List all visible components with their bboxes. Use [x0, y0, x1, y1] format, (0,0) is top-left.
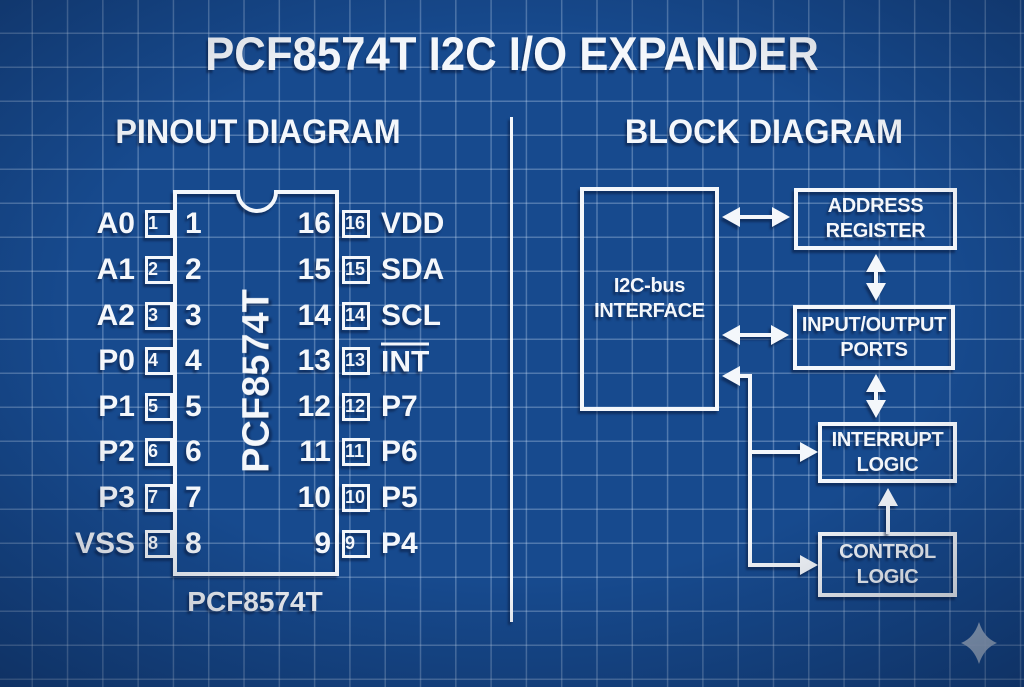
block-label-line: INPUT/OUTPUT [801, 313, 947, 336]
pinout-heading: PINOUT DIAGRAM [115, 113, 401, 151]
pin-row: A2 3 3 14 14 SCL [0, 299, 512, 332]
pin-left-box-number: 4 [148, 350, 159, 370]
pin-right-number: 15 [297, 253, 331, 286]
pin-right-box-number: 11 [345, 441, 365, 461]
pin-right-box-number: 15 [345, 259, 366, 279]
pin-right-box: 9 [342, 530, 370, 558]
pin-right-number: 16 [297, 207, 331, 240]
pin-right-number: 13 [297, 344, 331, 377]
pin-left-label: P3 [98, 481, 135, 514]
pin-right-box-number: 16 [345, 213, 366, 233]
pin-left-box-number: 6 [148, 441, 159, 461]
pin-right-number: 9 [314, 527, 331, 560]
pin-left-label: A0 [96, 207, 135, 240]
pin-right-number: 12 [297, 390, 331, 423]
pin-left-box-number: 3 [148, 305, 159, 325]
block-io-ports: INPUT/OUTPUT PORTS [793, 305, 955, 370]
pin-right-label: SDA [381, 253, 445, 286]
pin-right-number: 14 [297, 299, 331, 332]
pin-left-number: 3 [185, 299, 202, 332]
pin-left-box: 1 [145, 210, 173, 238]
block-heading: BLOCK DIAGRAM [624, 113, 904, 151]
pin-row: P3 7 7 10 10 P5 [0, 481, 512, 514]
pin-left-box: 3 [145, 302, 173, 330]
pin-right-box: 15 [342, 256, 370, 284]
chip-caption: PCF8574T [187, 586, 323, 617]
pin-right-label: P4 [381, 527, 418, 560]
pin-right-box: 14 [342, 302, 370, 330]
pin-right-box-number: 13 [345, 350, 366, 370]
pin-left-number: 7 [185, 481, 202, 514]
pin-left-box-number: 2 [148, 259, 159, 279]
pin-left-box-number: 8 [148, 533, 159, 553]
pin-right-box-number: 10 [345, 487, 366, 507]
block-label-line: I2C-bus [613, 275, 686, 297]
pin-left-box-number: 1 [148, 213, 159, 233]
section-divider [510, 117, 513, 622]
pin-right-box-number: 9 [345, 533, 356, 553]
pin-row: P0 4 4 13 13 INT [0, 342, 512, 379]
pin-right-label: VDD [381, 207, 445, 240]
pin-left-number: 4 [185, 344, 202, 377]
pin-left-box: 5 [145, 393, 173, 421]
pin-left-box: 7 [145, 484, 173, 512]
pin-right-box: 12 [342, 393, 370, 421]
pin-left-label: P2 [98, 435, 135, 468]
pin-row: P2 6 6 11 11 P6 [0, 435, 512, 468]
block-label-line: INTERFACE [594, 300, 705, 322]
pin-left-label: A2 [96, 299, 135, 332]
page-title: PCF8574T I2C I/O EXPANDER [205, 27, 819, 80]
pin-right-number: 11 [299, 435, 331, 468]
block-label-line: CONTROL [839, 540, 936, 563]
block-interrupt-logic: INTERRUPT LOGIC [818, 422, 957, 483]
pin-right-label: P6 [381, 435, 418, 468]
block-label-line: PORTS [840, 338, 908, 361]
pin-left-label: A1 [96, 253, 135, 286]
pin-left-label: P0 [98, 344, 135, 377]
block-label-line: REGISTER [825, 220, 926, 242]
pin-right-box: 16 [342, 210, 370, 238]
pin-right-box-number: 14 [345, 305, 366, 325]
pin-left-number: 2 [185, 253, 202, 286]
pin-row: A0 1 1 16 16 VDD [0, 207, 512, 240]
block-address-register: ADDRESS REGISTER [794, 188, 957, 250]
pin-right-box-number: 12 [345, 396, 366, 416]
pin-left-box-number: 7 [148, 487, 159, 507]
chip-name-vertical: PCF8574T [235, 289, 278, 473]
pin-right-label: P7 [381, 390, 418, 423]
pin-row: P1 5 5 12 12 P7 [0, 390, 512, 423]
block-i2c-interface: I2C-bus INTERFACE [580, 187, 719, 411]
block-label-line: INTERRUPT [831, 428, 944, 451]
pin-left-number: 6 [185, 435, 202, 468]
pin-right-label: SCL [381, 299, 441, 332]
pin-row: A1 2 2 15 15 SDA [0, 253, 512, 286]
pin-left-box: 4 [145, 347, 173, 375]
pin-left-box-number: 5 [148, 396, 159, 416]
block-label-line: LOGIC [856, 565, 919, 588]
block-label-line: ADDRESS [827, 195, 924, 217]
block-control-logic: CONTROL LOGIC [818, 532, 957, 597]
pin-right-label: P5 [381, 481, 418, 514]
pin-left-number: 1 [185, 207, 202, 240]
pin-right-number: 10 [297, 481, 331, 514]
pin-left-number: 8 [185, 527, 202, 560]
pin-left-label: VSS [74, 527, 135, 560]
pin-left-number: 5 [185, 390, 202, 423]
pin-left-box: 8 [145, 530, 173, 558]
pin-left-label: P1 [98, 390, 135, 423]
pin-left-box: 6 [145, 438, 173, 466]
pin-right-label: INT [381, 342, 430, 380]
block-label-line: LOGIC [856, 453, 919, 476]
pin-right-box: 10 [342, 484, 370, 512]
pin-row: VSS 8 8 9 9 P4 [0, 527, 512, 560]
pin-right-box: 11 [342, 438, 370, 466]
pin-left-box: 2 [145, 256, 173, 284]
pin-right-box: 13 [342, 347, 370, 375]
